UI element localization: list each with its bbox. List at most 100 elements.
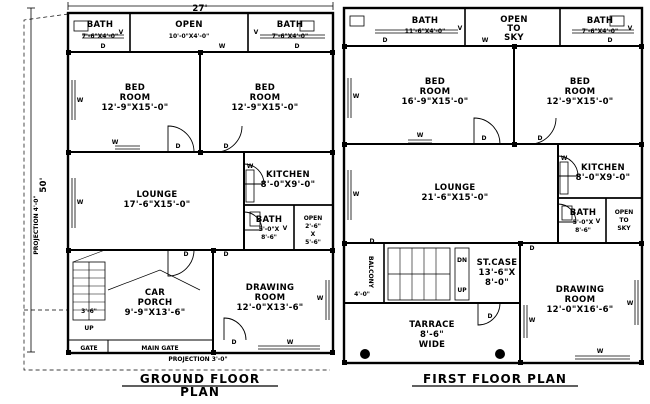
first-bed1-line2: ROOM	[420, 87, 451, 97]
first-tarrace-size: 8'-6"	[420, 330, 444, 340]
ground-title-line1: GROUND FLOOR	[140, 372, 260, 386]
ground-mark-w5: W	[247, 163, 254, 170]
first-mark-w6: W	[627, 300, 634, 307]
ground-mark-w1: W	[219, 43, 226, 50]
first-bed1-size: 16'-9"X15'-0"	[401, 97, 468, 107]
ground-bed1-line1: BED	[125, 83, 145, 93]
ground-bath2-size: 7'-6"X4'-0"	[272, 33, 308, 40]
first-title: FIRST FLOOR PLAN	[423, 372, 567, 386]
ground-gate: GATE	[80, 345, 97, 352]
ground-bed2-line2: ROOM	[250, 93, 281, 103]
ground-mark-w2: W	[77, 97, 84, 104]
first-mark-d2: D	[608, 37, 613, 44]
first-tarrace-name: TARRACE	[409, 320, 455, 330]
ground-mark-d2: D	[295, 43, 300, 50]
first-balcony-name: BALCONY	[367, 256, 374, 289]
ground-mark-d4: D	[224, 143, 229, 150]
first-lounge-name: LOUNGE	[435, 183, 476, 193]
first-open1-line2: TO	[507, 24, 521, 34]
ground-kitchen-size: 8'-0"X9'-0"	[261, 180, 316, 190]
ground-width-dimension: 27'	[192, 4, 207, 14]
first-lounge-size: 21'-6"X15'-0"	[421, 193, 488, 203]
ground-mark-d1: D	[101, 43, 106, 50]
ground-lounge-name: LOUNGE	[137, 190, 178, 200]
ground-mark-v2: V	[254, 29, 259, 36]
ground-open2-line1: OPEN	[304, 215, 323, 222]
ground-drawing-size: 12'-0"X13'-6"	[236, 303, 303, 313]
first-open2-line3: SKY	[617, 225, 631, 232]
ground-drawing-line1: DRAWING	[246, 283, 295, 293]
first-kitchen-name: KITCHEN	[581, 163, 625, 173]
first-bed2-line2: ROOM	[565, 87, 596, 97]
ground-main-gate: MAIN GATE	[141, 345, 178, 352]
first-mark-w7: W	[597, 348, 604, 355]
ground-open2-line4: 5'-6"	[305, 239, 321, 246]
first-stair-up: UP	[457, 287, 467, 294]
first-mark-w4: W	[417, 132, 424, 139]
ground-mark-w4: W	[112, 139, 119, 146]
ground-car-line2: PORCH	[138, 298, 173, 308]
ground-open2-line2: 2'-6"	[305, 223, 321, 230]
first-mark-d6: D	[530, 245, 535, 252]
first-bath1-name: BATH	[412, 16, 439, 26]
first-bed1-line1: BED	[425, 77, 445, 87]
ground-bath1-name: BATH	[87, 20, 114, 30]
first-bath3-name: BATH	[570, 208, 597, 218]
ground-bath1-size: 7'-6"X4'-0"	[82, 33, 118, 40]
ground-mark-d7: D	[232, 339, 237, 346]
first-bath3-size2: 8'-6"	[575, 227, 591, 234]
first-open1-line1: OPEN	[500, 15, 528, 25]
ground-stair-dimension: 3'-6"	[81, 308, 97, 315]
ground-mark-d6: D	[224, 251, 229, 258]
first-stair-name: ST.CASE	[477, 258, 518, 268]
first-mark-w8: W	[529, 317, 536, 324]
ground-floor-plan	[23, 2, 335, 371]
first-tarrace-wide: WIDE	[419, 340, 446, 350]
ground-bed1-size: 12'-9"X15'-0"	[101, 103, 168, 113]
first-kitchen-size: 8'-0"X9'-0"	[576, 173, 631, 183]
first-drawing-line2: ROOM	[565, 295, 596, 305]
ground-bed2-size: 12'-9"X15'-0"	[231, 103, 298, 113]
ground-mark-d5: D	[184, 251, 189, 258]
ground-car-line1: CAR	[145, 288, 165, 298]
ground-projection-side: PROJECTION 4'-0"	[33, 195, 40, 254]
ground-bed2-line1: BED	[255, 83, 275, 93]
first-mark-v1: V	[458, 25, 463, 32]
ground-open2-line3: X	[311, 231, 316, 238]
first-bath2-name: BATH	[587, 16, 614, 26]
ground-lounge-size: 17'-6"X15'-0"	[123, 200, 190, 210]
ground-mark-v3: V	[283, 225, 288, 232]
ground-mark-w3: W	[77, 199, 84, 206]
ground-stair-up: UP	[84, 325, 94, 332]
first-mark-v3: V	[596, 218, 601, 225]
first-bath2-size: 7'-6"X4'-0"	[582, 28, 618, 35]
first-floor-plan	[342, 6, 644, 365]
first-mark-d1: D	[383, 37, 388, 44]
first-bath1-size: 11'-6"X4'-0"	[405, 28, 445, 35]
first-balcony-size: 4'-0"	[354, 291, 370, 298]
first-mark-w1: W	[482, 37, 489, 44]
first-mark-w3: W	[353, 191, 360, 198]
ground-projection-bottom: PROJECTION 3'-0"	[168, 356, 227, 363]
ground-height-dimension: 50'	[39, 177, 49, 192]
first-drawing-line1: DRAWING	[556, 285, 605, 295]
first-stair-size1: 13'-6"X	[479, 268, 516, 278]
ground-labels: 27' 50' PROJECTION 4'-0" BATH 7'-6"X4'-0…	[33, 4, 324, 399]
first-bed2-line1: BED	[570, 77, 590, 87]
ground-mark-w7: W	[287, 339, 294, 346]
first-open2-line2: TO	[619, 217, 628, 224]
first-bath3-size1: 5'-0"X	[573, 219, 594, 226]
first-mark-d5: D	[370, 238, 375, 245]
first-bed2-size: 12'-9"X15'-0"	[546, 97, 613, 107]
first-mark-d4: D	[538, 135, 543, 142]
first-mark-v2: V	[628, 25, 633, 32]
ground-bath3-size2: 8'-6"	[261, 234, 277, 241]
ground-mark-v1: V	[119, 29, 124, 36]
ground-kitchen-name: KITCHEN	[266, 170, 310, 180]
first-open2-line1: OPEN	[615, 209, 634, 216]
ground-title-line2: PLAN	[180, 385, 220, 399]
ground-bed1-line2: ROOM	[120, 93, 151, 103]
ground-mark-d3: D	[176, 143, 181, 150]
